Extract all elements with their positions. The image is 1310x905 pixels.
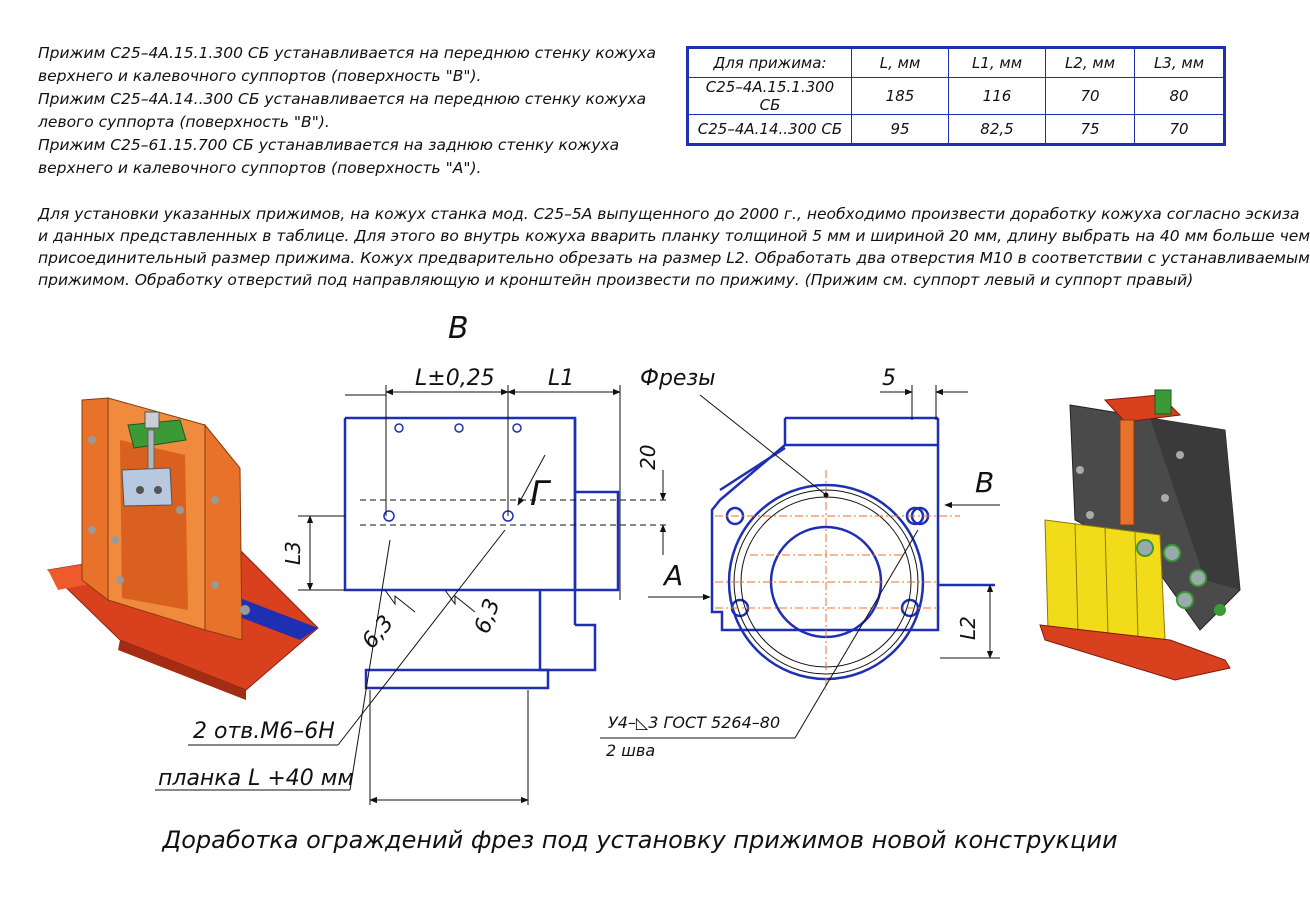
dim-5-label: 5: [882, 366, 896, 391]
strip-note: планка L +40 мм: [158, 766, 354, 791]
clamp-3d-right-render: [1039, 389, 1241, 681]
section-g-label: Г: [530, 474, 552, 514]
table-row: С25–4А.15.1.300 СБ 185 116 70 80: [687, 77, 1225, 115]
instruction-line: присоединительный размер прижима. Кожух …: [38, 249, 1310, 267]
weld-count: 2 шва: [606, 741, 655, 760]
table-cell: 185: [851, 77, 949, 115]
table-header: L3, мм: [1134, 47, 1225, 78]
table-header: Для прижима:: [687, 47, 852, 78]
arrow-b-label: В: [975, 466, 994, 499]
instruction-line: Для установки указанных прижимов, на кож…: [38, 205, 1300, 223]
table-row: С25–4А.14..300 СБ 95 82,5 75 70: [687, 114, 1225, 145]
dim-l2-label: L2: [956, 616, 980, 640]
instruction-line: и данных представленных в таблице. Для э…: [38, 227, 1310, 245]
table-cell: 116: [948, 77, 1046, 115]
dim-l-label: L±0,25: [415, 366, 495, 391]
roughness-mark: 6,3: [470, 596, 505, 637]
table-cell: 70: [1134, 114, 1225, 145]
note-line: верхнего и калевочного суппортов (поверх…: [38, 67, 482, 85]
notes-block: Прижим С25–4А.15.1.300 СБ устанавливаетс…: [38, 42, 658, 180]
note-line: верхнего и калевочного суппортов (поверх…: [38, 159, 482, 177]
table-cell: С25–4А.15.1.300 СБ: [687, 77, 852, 115]
instruction-line: прижимом. Обработку отверстий под направ…: [38, 271, 1194, 289]
roughness-mark: 6,3: [357, 611, 399, 654]
dim-l1-label: L1: [548, 366, 574, 391]
weld-note: У4–◺3 ГОСТ 5264–80: [608, 713, 780, 732]
dim-20-label: 20: [636, 445, 660, 470]
table-cell: 82,5: [948, 114, 1046, 145]
drawing-caption: Доработка ограждений фрез под установку …: [162, 826, 1118, 854]
side-view-holes: [383, 423, 522, 522]
technical-drawing: В L±0,25 L1 20 L3 Г 6,3 6,3 2 отв.М6–6Н …: [46, 311, 1241, 805]
cutters-label: Фрезы: [640, 366, 716, 391]
instructions-block: Для установки указанных прижимов, на кож…: [38, 203, 1310, 291]
note-line: левого суппорта (поверхность "В").: [38, 113, 330, 131]
table-cell: 70: [1045, 77, 1135, 115]
note-line: Прижим С25–61.15.700 СБ устанавливается …: [38, 136, 620, 154]
note-line: Прижим С25–4А.15.1.300 СБ устанавливаетс…: [38, 44, 657, 62]
side-view: [343, 416, 620, 690]
holes-note: 2 отв.М6–6Н: [193, 719, 335, 744]
table-cell: 95: [851, 114, 949, 145]
table-cell: 80: [1134, 77, 1225, 115]
table-cell: С25–4А.14..300 СБ: [687, 114, 852, 145]
table-header: L1, мм: [948, 47, 1046, 78]
dim-l3-label: L3: [281, 541, 305, 565]
table-cell: 75: [1045, 114, 1135, 145]
view-b-label: В: [448, 311, 469, 346]
arrow-a-label: А: [662, 559, 683, 592]
front-view-details: [600, 385, 1000, 739]
note-line: Прижим С25–4А.14..300 СБ устанавливается…: [38, 90, 647, 108]
dimension-table: Для прижима: L, мм L1, мм L2, мм L3, мм …: [686, 46, 1226, 146]
clamp-3d-left-render: [46, 397, 319, 700]
table-header-row: Для прижима: L, мм L1, мм L2, мм L3, мм: [687, 47, 1225, 78]
side-view-dims: [155, 385, 670, 805]
